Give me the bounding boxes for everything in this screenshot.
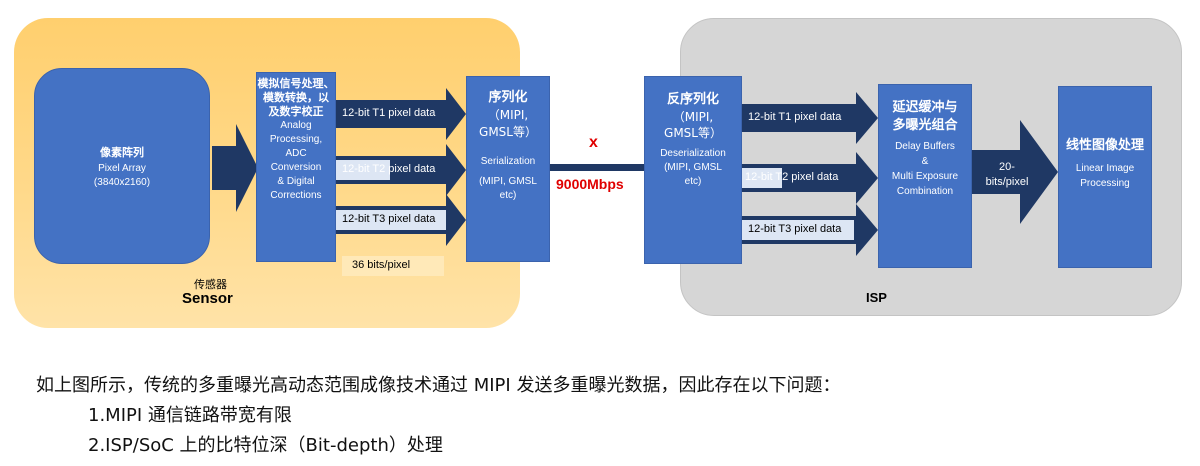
issue-1-text: 1.MIPI 通信链路带宽有限 bbox=[88, 405, 292, 426]
output-bits-line2: bits/pixel bbox=[985, 176, 1029, 188]
link-x-mark: x bbox=[589, 134, 598, 151]
issue-2-text: 2.ISP/SoC 上的比特位深（Bit-depth）处理 bbox=[88, 435, 443, 456]
arrow-pixel-to-analog bbox=[212, 124, 258, 212]
isp-t1-label: 12-bit T1 pixel data bbox=[748, 111, 842, 123]
stripe-sensor-t2 bbox=[336, 160, 390, 180]
combine-en-line1: Delay Buffers bbox=[895, 141, 955, 152]
analog-en-line6: Corrections bbox=[270, 190, 322, 201]
isp-region-label: ISP bbox=[866, 290, 887, 305]
arrow-combine-to-linear bbox=[972, 120, 1058, 224]
isp-t3-label: 12-bit T3 pixel data bbox=[748, 223, 842, 235]
output-bits-label: 20- bits/pixel bbox=[976, 160, 1038, 190]
pixel-array-zh: 像素阵列 bbox=[100, 146, 144, 159]
analog-en-line1: Analog bbox=[280, 120, 312, 131]
serial-en: Serialization bbox=[480, 156, 536, 167]
serial-en2: (MIPI, GMSL bbox=[479, 176, 537, 187]
serial-zh: 序列化 bbox=[488, 90, 528, 105]
deserial-line3: GMSL等） bbox=[664, 126, 722, 140]
serial-link-line bbox=[550, 164, 644, 171]
deserial-en2: (MIPI, GMSL bbox=[664, 162, 722, 173]
summary-text: 如上图所示，传统的多重曝光高动态范围成像技术通过 MIPI 发送多重曝光数据，因… bbox=[36, 375, 841, 396]
combination-block: 延迟缓冲与 多曝光组合 Delay Buffers & Multi Exposu… bbox=[878, 84, 972, 268]
link-rate-label: 9000Mbps bbox=[556, 176, 624, 192]
pixel-array-block: 像素阵列 Pixel Array (3840x2160) bbox=[34, 68, 210, 264]
analog-zh-line2: 模数转换，以 bbox=[263, 91, 329, 104]
combine-zh-line1: 延迟缓冲与 bbox=[892, 100, 958, 115]
sensor-region-label-zh: 传感器 bbox=[194, 278, 227, 291]
serial-en3: etc) bbox=[499, 190, 517, 201]
linear-en-line1: Linear Image bbox=[1075, 163, 1135, 174]
analog-en-line4: Conversion bbox=[270, 162, 322, 173]
analog-processing-block: 模拟信号处理、 模数转换，以 及数字校正 Analog Processing, … bbox=[256, 72, 336, 262]
combine-en-line2: & bbox=[921, 156, 929, 167]
deserialization-block: 反序列化 （MIPI, GMSL等） Deserialization (MIPI… bbox=[644, 76, 742, 264]
deserial-zh: 反序列化 bbox=[666, 92, 719, 107]
pixel-array-resolution: (3840x2160) bbox=[93, 177, 151, 188]
combine-zh-line2: 多曝光组合 bbox=[892, 118, 958, 133]
linear-processing-block: 线性图像处理 Linear Image Processing bbox=[1058, 86, 1152, 268]
arrow-sensor-t1 bbox=[336, 88, 466, 140]
deserial-en3: etc) bbox=[684, 176, 702, 187]
total-bits-label: 36 bits/pixel bbox=[352, 259, 411, 271]
sensor-t1-label: 12-bit T1 pixel data bbox=[342, 107, 436, 119]
analog-zh-line1: 模拟信号处理、 bbox=[257, 77, 335, 90]
arrow-isp-t1 bbox=[742, 92, 878, 144]
linear-zh: 线性图像处理 bbox=[1065, 138, 1144, 153]
deserial-en: Deserialization bbox=[660, 148, 726, 159]
output-bits-line1: 20- bbox=[999, 161, 1015, 173]
arrow-sensor-t2 bbox=[336, 144, 466, 196]
analog-zh-line3: 及数字校正 bbox=[268, 105, 324, 118]
sensor-t2-label: 12-bit T2 pixel data bbox=[342, 163, 436, 175]
serialization-block: 序列化 （MIPI, GMSL等） Serialization (MIPI, G… bbox=[466, 76, 550, 262]
arrow-isp-t2 bbox=[742, 152, 878, 204]
linear-en-line2: Processing bbox=[1080, 178, 1130, 189]
sensor-t3-label: 12-bit T3 pixel data bbox=[342, 213, 436, 225]
analog-en-line2: Processing, bbox=[269, 134, 323, 145]
deserial-line2: （MIPI, bbox=[672, 110, 714, 124]
combine-en-line3: Multi Exposure bbox=[891, 171, 959, 182]
analog-en-line5: & Digital bbox=[277, 176, 315, 187]
serial-line3: GMSL等） bbox=[479, 125, 537, 139]
stripe-isp-t2 bbox=[742, 168, 782, 188]
serial-line2: （MIPI, bbox=[487, 108, 529, 122]
stripe-sensor-t3 bbox=[336, 210, 446, 230]
combine-en-line4: Combination bbox=[896, 186, 954, 197]
sensor-region-label-en: Sensor bbox=[182, 290, 233, 307]
total-bits-box: 36 bits/pixel bbox=[342, 256, 444, 276]
pixel-array-en: Pixel Array bbox=[98, 163, 146, 174]
isp-t2-label: 12-bit T2 pixel data bbox=[745, 171, 839, 183]
analog-en-line3: ADC bbox=[285, 148, 307, 159]
stripe-isp-t3 bbox=[742, 220, 854, 240]
